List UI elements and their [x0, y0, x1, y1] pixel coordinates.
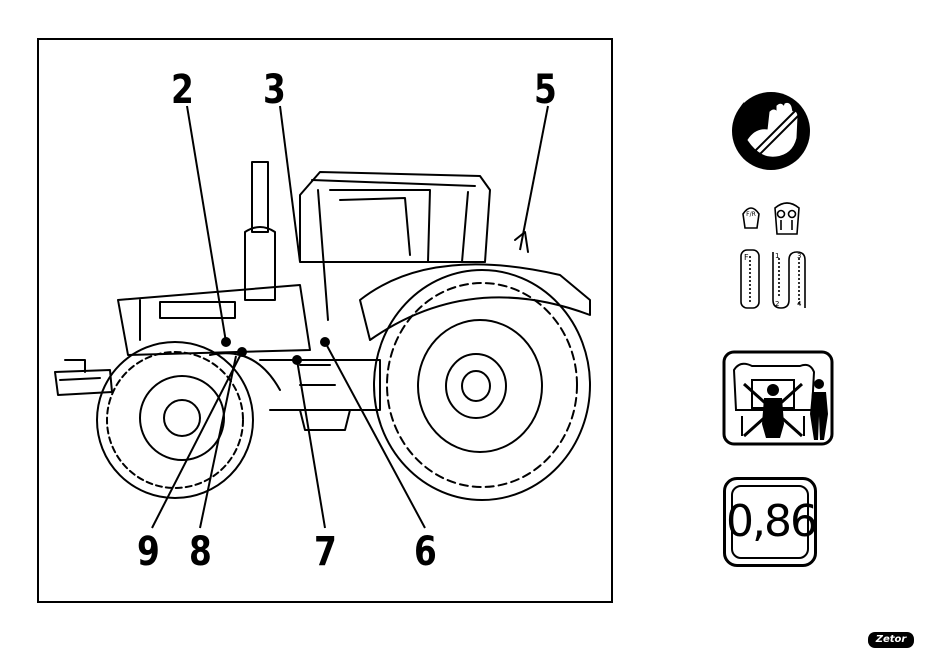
- callout-3: 3: [263, 70, 286, 110]
- pressure-value: 0,86: [726, 496, 814, 547]
- callout-6: 6: [414, 532, 437, 572]
- zetor-logo: Zetor: [868, 632, 914, 648]
- callout-8: 8: [189, 532, 212, 572]
- callout-9: 9: [137, 532, 160, 572]
- svg-text:F/R: F/R: [746, 211, 756, 218]
- hand-crush-icon: [730, 88, 812, 174]
- svg-text:3: 3: [797, 252, 801, 260]
- svg-text:1: 1: [775, 252, 779, 260]
- callout-5: 5: [534, 70, 557, 110]
- person-crush-icon: [722, 350, 834, 446]
- callout-2: 2: [171, 70, 194, 110]
- gear-lever-icon: F/R F 1 3 2 4: [735, 200, 817, 312]
- svg-text:F: F: [744, 253, 749, 262]
- svg-text:4: 4: [797, 300, 802, 308]
- callout-7: 7: [314, 532, 337, 572]
- svg-text:2: 2: [775, 300, 779, 308]
- pressure-label-box: 0,86: [723, 477, 817, 567]
